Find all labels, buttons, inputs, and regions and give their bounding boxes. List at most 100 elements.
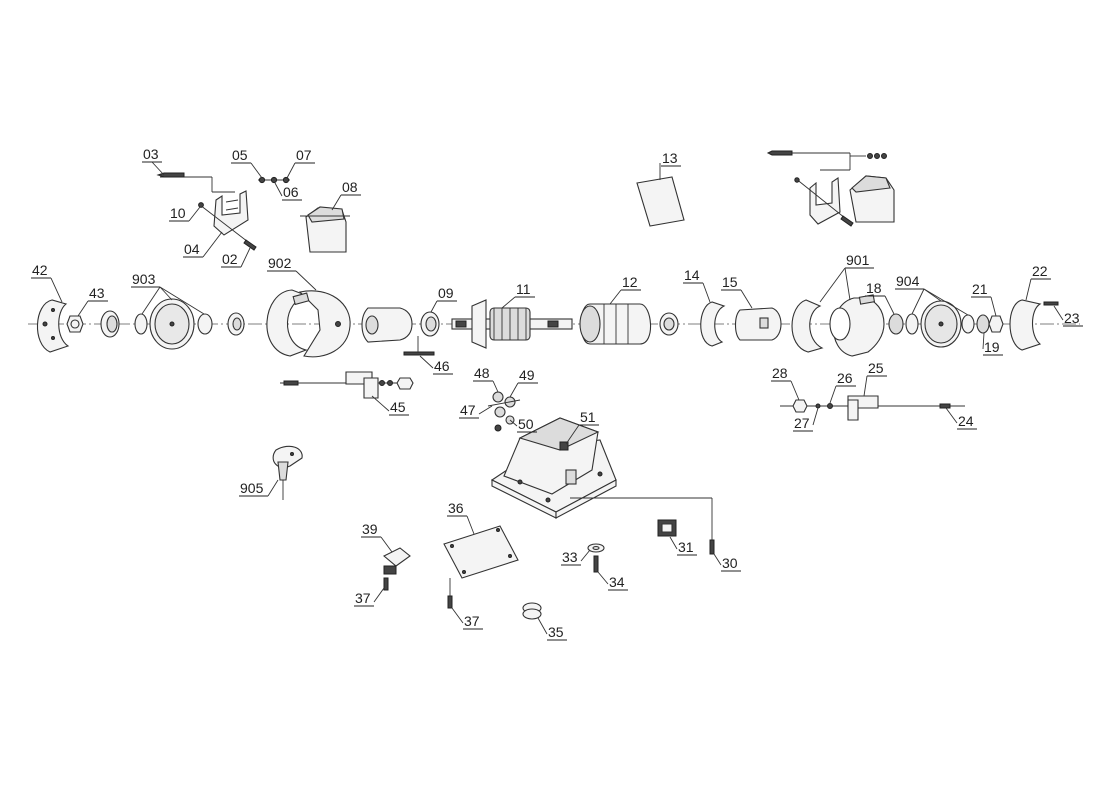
screw-right-top: [766, 150, 793, 156]
svg-text:04: 04: [184, 241, 200, 257]
stator-12: [579, 303, 652, 345]
screw-30: [709, 539, 715, 555]
label-49: 49: [509, 367, 538, 398]
label-11: 11: [501, 281, 535, 309]
end-ring-14: [700, 301, 726, 347]
svg-text:19: 19: [984, 339, 1000, 355]
svg-text:21: 21: [972, 281, 988, 297]
svg-text:03: 03: [143, 146, 159, 162]
label-04: 04: [183, 231, 223, 258]
label-10: 10: [169, 205, 201, 222]
motor-base-51: [490, 417, 715, 555]
svg-text:18: 18: [866, 280, 882, 296]
tool-rest-left-45: [280, 371, 414, 399]
label-06: 06: [274, 182, 302, 201]
wheel-guard-901: [791, 294, 885, 357]
foot-parts-33-35: [522, 543, 605, 620]
outer-cover-42: [36, 299, 70, 353]
washer-26: [827, 403, 833, 409]
svg-text:22: 22: [1032, 263, 1048, 279]
svg-text:26: 26: [837, 370, 853, 386]
svg-text:24: 24: [958, 413, 974, 429]
label-36: 36: [447, 500, 475, 535]
screw-37b: [447, 595, 453, 609]
label-903: 903: [131, 271, 205, 315]
svg-text:25: 25: [868, 360, 884, 376]
label-901: 901: [819, 252, 874, 303]
washer-06: [270, 176, 278, 184]
svg-text:45: 45: [390, 399, 406, 415]
label-51: 51: [565, 409, 599, 445]
svg-text:34: 34: [609, 574, 625, 590]
guard-bracket-04: [213, 190, 249, 236]
screw-37a: [383, 577, 389, 591]
guard-bracket-right: [809, 177, 841, 225]
nut-05: [258, 176, 266, 184]
label-43: 43: [77, 285, 108, 317]
bottom-plate-36: [443, 525, 519, 609]
label-14: 14: [683, 267, 711, 303]
screw-02: [243, 239, 257, 251]
label-902: 902: [267, 255, 317, 291]
svg-text:901: 901: [846, 252, 870, 268]
svg-text:08: 08: [342, 179, 358, 195]
label-47: 47: [459, 402, 493, 419]
label-28: 28: [771, 365, 800, 401]
label-23: 23: [1053, 305, 1083, 327]
svg-text:48: 48: [474, 365, 490, 381]
svg-text:37: 37: [355, 590, 371, 606]
label-13: 13: [661, 150, 681, 167]
label-21: 21: [971, 281, 997, 317]
right-wheel-assembly: [888, 299, 1059, 351]
svg-text:49: 49: [519, 367, 535, 383]
svg-text:904: 904: [896, 273, 920, 289]
label-12: 12: [609, 274, 641, 305]
label-34: 34: [597, 571, 628, 591]
screw-24: [939, 403, 951, 409]
svg-text:903: 903: [132, 271, 156, 287]
inner-flange-18: [888, 313, 904, 335]
end-cap-15: [734, 307, 782, 341]
label-07: 07: [286, 147, 315, 179]
nut-right-2: [874, 153, 880, 159]
svg-text:10: 10: [170, 205, 186, 221]
label-09: 09: [430, 285, 457, 313]
label-26: 26: [829, 370, 856, 404]
svg-text:47: 47: [460, 402, 476, 418]
rotor-11: [451, 299, 573, 349]
left-wheel-assembly: [36, 298, 245, 353]
spark-guard-assembly-left: [156, 172, 350, 253]
screw-46: [403, 351, 435, 356]
nut-28: [792, 399, 808, 413]
label-37b: 37: [451, 607, 483, 630]
label-15: 15: [721, 274, 753, 309]
svg-text:50: 50: [518, 416, 534, 432]
screw-23: [1043, 301, 1059, 306]
nut-right-1: [867, 153, 873, 159]
svg-text:46: 46: [434, 358, 450, 374]
label-08: 08: [331, 179, 361, 211]
screw-34: [593, 555, 599, 573]
flange-nut-21: [988, 315, 1004, 333]
svg-text:06: 06: [283, 184, 299, 200]
svg-text:51: 51: [580, 409, 596, 425]
label-904: 904: [895, 273, 969, 316]
svg-text:37: 37: [464, 613, 480, 629]
label-plate-13: [636, 176, 685, 227]
svg-text:33: 33: [562, 549, 578, 565]
svg-text:15: 15: [722, 274, 738, 290]
spark-guard-assembly-right: [766, 150, 895, 227]
label-31: 31: [669, 536, 697, 556]
label-03: 03: [142, 146, 165, 176]
switch-39: [383, 547, 411, 591]
label-45: 45: [371, 395, 409, 416]
nut-07: [282, 176, 290, 184]
label-50: 50: [509, 416, 537, 433]
washer-19: [976, 314, 990, 334]
svg-text:27: 27: [794, 415, 810, 431]
svg-text:13: 13: [662, 150, 678, 166]
label-39: 39: [361, 521, 393, 553]
label-905: 905: [239, 479, 279, 497]
svg-text:39: 39: [362, 521, 378, 537]
